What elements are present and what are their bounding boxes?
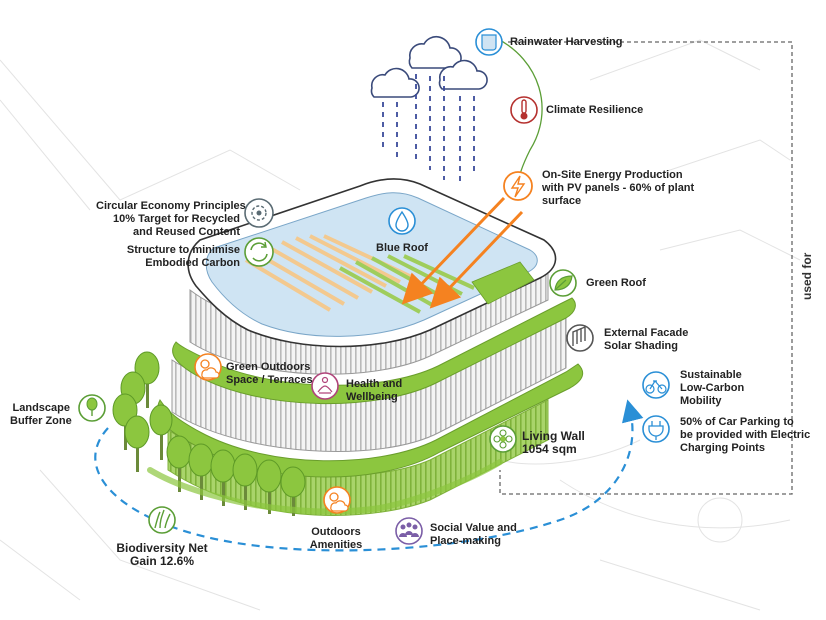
used-for-bracket bbox=[499, 41, 793, 495]
terraces-label-line-1: Green Outdoors bbox=[226, 361, 311, 373]
facade-label: External Facade Solar Shading bbox=[604, 327, 688, 353]
water-tank-icon bbox=[475, 28, 503, 56]
tree-icon bbox=[78, 394, 106, 422]
grass-icon bbox=[148, 506, 176, 534]
living-wall-label: Living Wall 1054 sqm bbox=[522, 430, 585, 456]
amenities-label-line-1: Outdoors bbox=[311, 526, 361, 538]
parking-label: 50% of Car Parking to be provided with E… bbox=[680, 416, 810, 455]
parking-label-line-3: Charging Points bbox=[680, 442, 765, 454]
sun-cloud-icon bbox=[194, 353, 222, 381]
embodied-label: Structure to minimise Embodied Carbon bbox=[100, 244, 240, 270]
ev-plug-icon bbox=[642, 415, 670, 443]
used-for-label: used for bbox=[800, 252, 814, 300]
amenities-label-line-2: Amenities bbox=[309, 539, 363, 551]
energy-label-line-3: surface bbox=[542, 195, 582, 207]
terraces-label: Green Outdoors Space / Terraces bbox=[226, 361, 313, 387]
rainwater-label: Rainwater Harvesting bbox=[510, 36, 623, 48]
biodiversity-label: Biodiversity Net Gain 12.6% bbox=[112, 542, 212, 568]
social-label-line-2: Place-making bbox=[430, 535, 501, 547]
flower-icon bbox=[489, 425, 517, 453]
mobility-label-line-3: Mobility bbox=[680, 395, 722, 407]
climate-label: Climate Resilience bbox=[546, 104, 644, 116]
social-label-line-1: Social Value and bbox=[430, 522, 517, 534]
mobility-label-line-1: Sustainable bbox=[680, 369, 742, 381]
facade-label-line-1: External Facade bbox=[604, 327, 689, 339]
facade-label-line-2: Solar Shading bbox=[604, 340, 678, 352]
energy-label-line-1: On-Site Energy Production bbox=[542, 169, 683, 181]
meditation-icon bbox=[311, 372, 339, 400]
energy-label: On-Site Energy Production with PV panels… bbox=[542, 169, 694, 208]
refresh-arrows-icon bbox=[244, 237, 274, 267]
lightning-icon bbox=[503, 171, 533, 201]
sun-cloud-icon-amenities bbox=[323, 486, 351, 514]
bicycle-icon bbox=[642, 371, 670, 399]
living-wall-label-line-1: Living Wall bbox=[522, 429, 585, 443]
landscape-label-line-2: Buffer Zone bbox=[10, 415, 72, 427]
sun-arrow-2 bbox=[429, 210, 524, 309]
social-label: Social Value and Place-making bbox=[430, 522, 517, 548]
planting-strip bbox=[147, 459, 503, 515]
rain-clouds bbox=[370, 35, 488, 98]
terraces-label-line-2: Space / Terraces bbox=[226, 374, 313, 386]
embodied-label-line-2: Embodied Carbon bbox=[145, 257, 240, 269]
green-roof-label: Green Roof bbox=[586, 277, 646, 289]
green-roof-patch bbox=[471, 261, 535, 305]
mobility-label-line-2: Low-Carbon bbox=[680, 382, 745, 394]
energy-label-line-2: with PV panels - 60% of plant bbox=[542, 182, 695, 194]
health-label: Health and Wellbeing bbox=[346, 378, 402, 404]
biodiversity-label-line-2: Gain 12.6% bbox=[129, 554, 195, 568]
parking-label-line-2: be provided with Electric bbox=[680, 429, 811, 441]
circular-label: Circular Economy Principles 10% Target f… bbox=[96, 200, 246, 239]
leaf-icon bbox=[549, 269, 577, 297]
circular-label-line-3: and Reused Content bbox=[133, 226, 240, 238]
shading-fins-icon bbox=[566, 324, 594, 352]
landscape-label: Landscape Buffer Zone bbox=[10, 402, 72, 428]
mobility-loop bbox=[94, 399, 644, 552]
rain-drops bbox=[382, 74, 475, 185]
thermometer-icon bbox=[510, 96, 538, 124]
biodiversity-label-line-1: Biodiversity Net bbox=[116, 541, 208, 555]
people-icon bbox=[395, 517, 423, 545]
site-context bbox=[0, 39, 801, 611]
embodied-label-line-1: Structure to minimise bbox=[126, 244, 240, 256]
recycle-gear-icon bbox=[244, 198, 274, 228]
sun-arrow-1 bbox=[401, 196, 506, 305]
health-label-line-1: Health and bbox=[346, 378, 403, 390]
living-wall-label-line-2: 1054 sqm bbox=[522, 442, 577, 456]
trees bbox=[112, 351, 306, 516]
parking-label-line-1: 50% of Car Parking to bbox=[680, 416, 794, 428]
blue-roof-label: Blue Roof bbox=[376, 242, 428, 254]
amenities-label: Outdoors Amenities bbox=[306, 526, 366, 552]
water-drop-icon bbox=[388, 207, 416, 235]
circular-label-line-1: Circular Economy Principles bbox=[96, 200, 246, 212]
health-label-line-2: Wellbeing bbox=[346, 391, 398, 403]
circular-label-line-2: 10% Target for Recycled bbox=[113, 213, 240, 225]
landscape-label-line-1: Landscape bbox=[12, 402, 70, 414]
mobility-label: Sustainable Low-Carbon Mobility bbox=[680, 369, 744, 408]
